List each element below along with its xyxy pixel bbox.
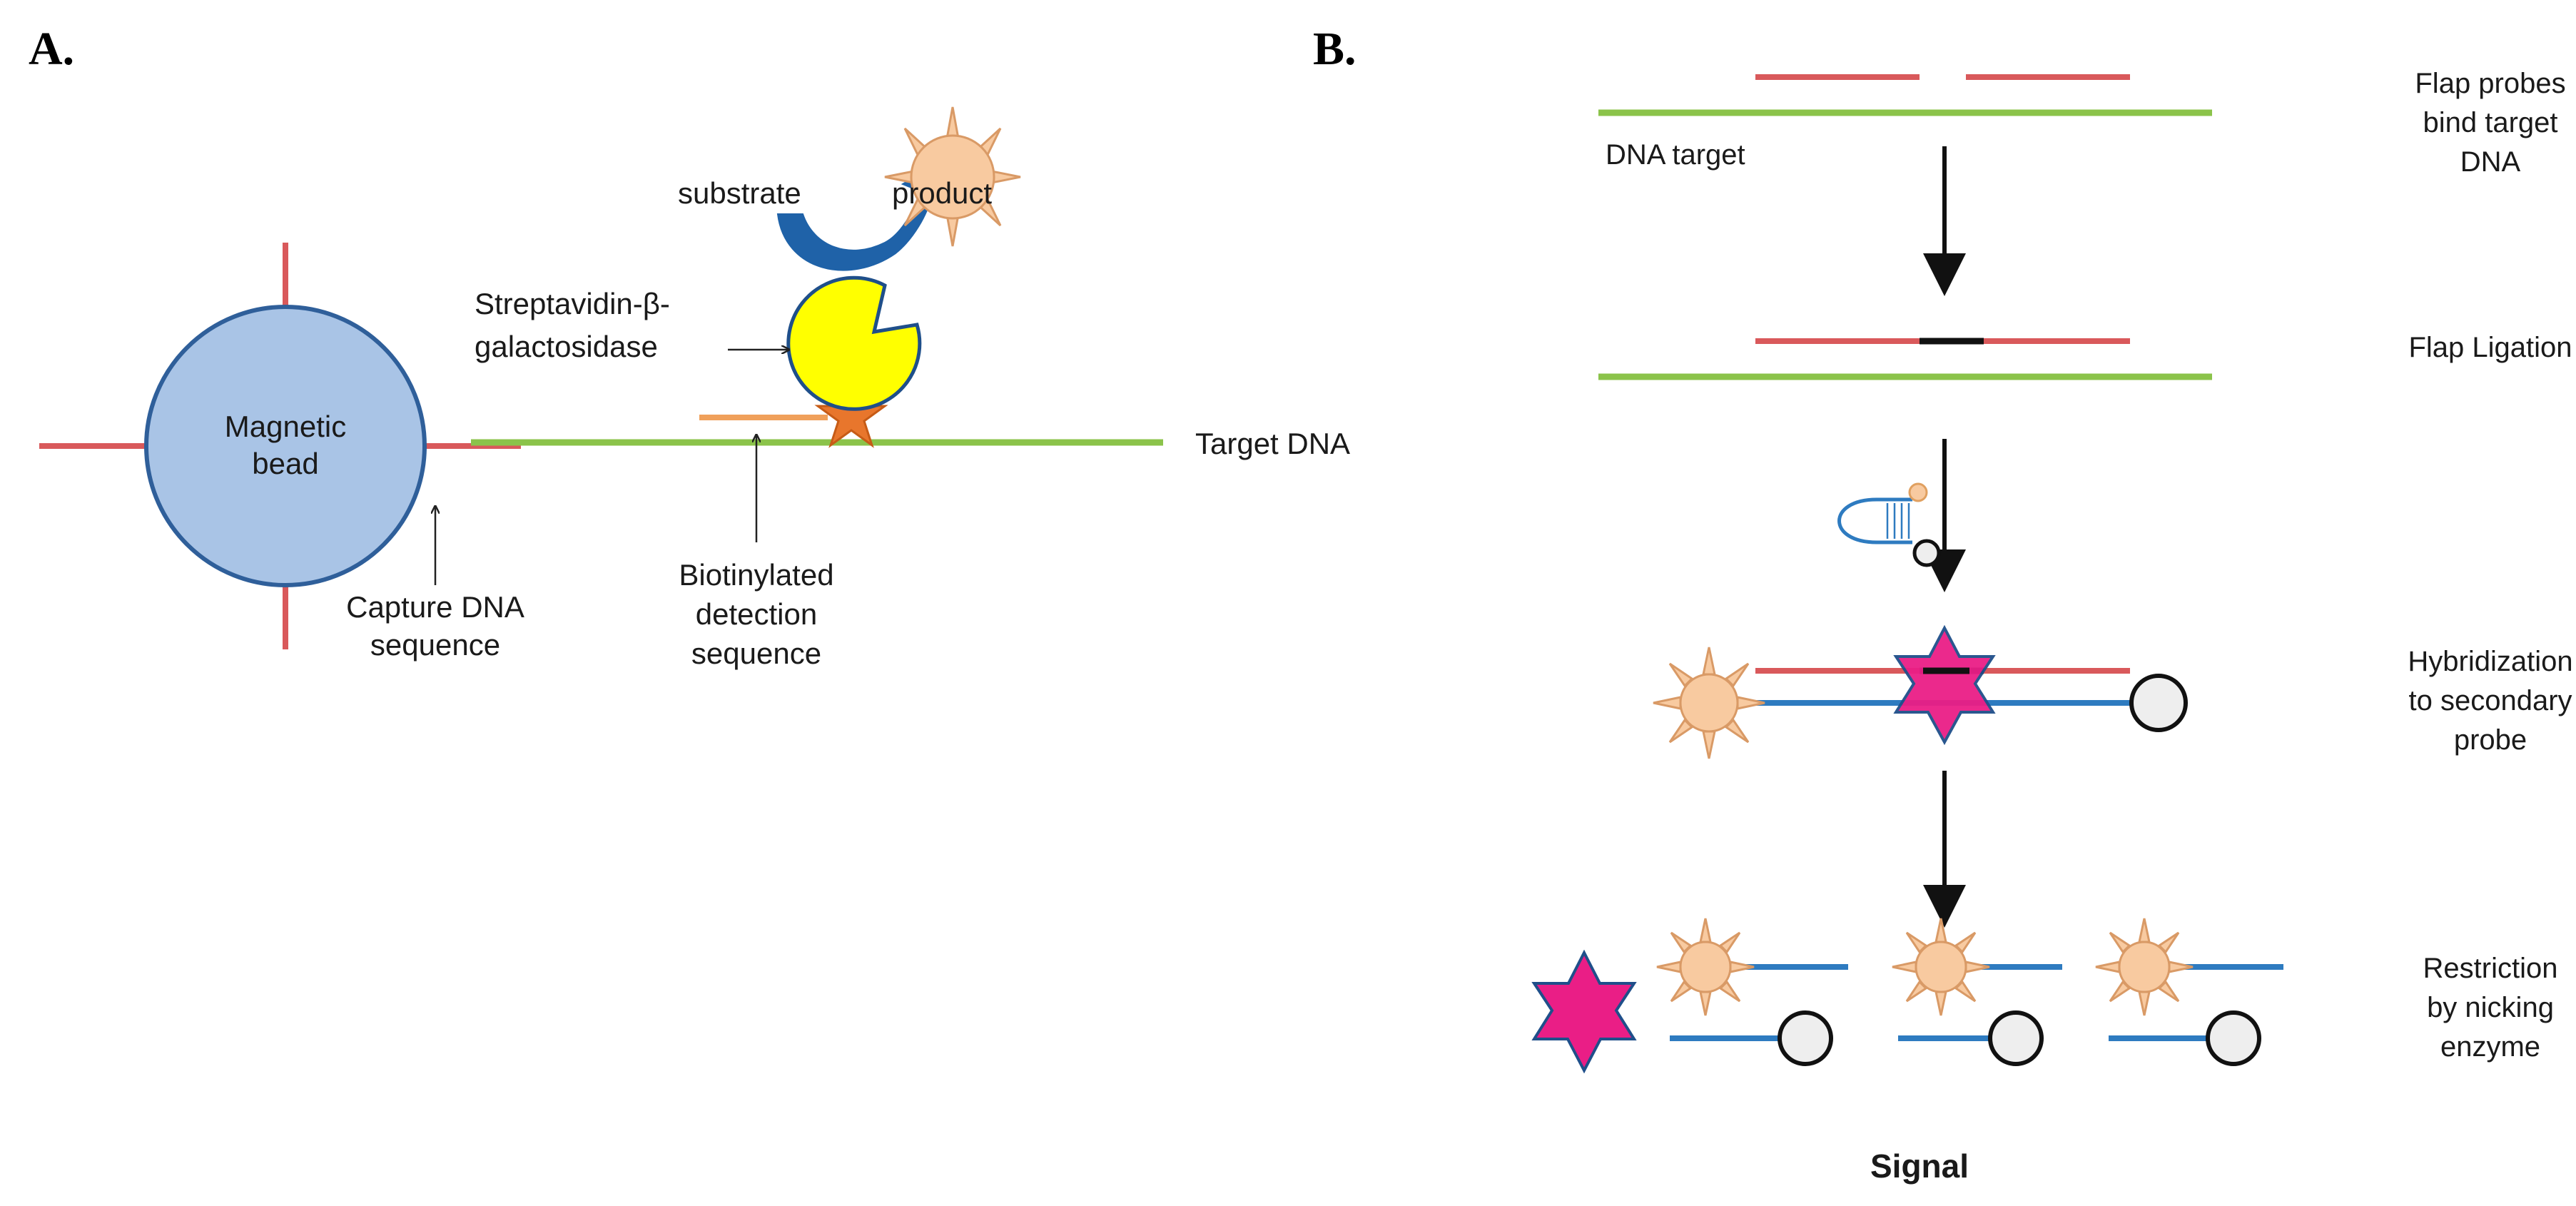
capture-label-line1: Capture DNA [346, 590, 524, 624]
step3-label-line1: Hybridization [2408, 646, 2572, 677]
cleaved-pair-2 [1892, 918, 2062, 1066]
panel-a-letter: A. [29, 23, 74, 75]
quencher-circle-icon [2206, 1010, 2261, 1066]
step4-label-line2: by nicking [2427, 992, 2554, 1023]
fluorophore-sun-icon [1892, 918, 1990, 1016]
panel-a: A. Magnetic bead Target DNA [29, 23, 1350, 670]
target-dna-label: Target DNA [1195, 427, 1350, 460]
magnetic-bead [144, 305, 427, 587]
capture-label-line2: sequence [370, 628, 500, 662]
fluorophore-sun-icon [1656, 918, 1755, 1016]
free-enzyme-star-icon [1531, 949, 1637, 1074]
enzyme-label-line1: Streptavidin-β- [475, 287, 670, 320]
quencher-circle-icon [1778, 1010, 1833, 1066]
panel-b-letter: B. [1313, 23, 1357, 75]
panel-b: B. DNA target Flap probes bind target DN… [1313, 23, 2573, 1185]
step2-label: Flap Ligation [2408, 332, 2572, 363]
detection-label-line1: Biotinylated [679, 558, 833, 592]
bead-label-line1: Magnetic [225, 410, 346, 443]
step3-label-line2: to secondary [2408, 685, 2572, 716]
detection-label-line2: detection [696, 597, 817, 631]
nicking-enzyme-star-icon [1893, 624, 1996, 746]
cleaved-pair-1 [1656, 918, 1848, 1066]
signal-label: Signal [1870, 1147, 1969, 1185]
fluorophore-sun-icon [1653, 647, 1765, 759]
bead-label-line2: bead [252, 447, 318, 480]
cleaved-pair-3 [2095, 918, 2283, 1066]
dna-target-label: DNA target [1606, 139, 1745, 171]
step1-label-line1: Flap probes [2415, 68, 2565, 99]
hairpin-probe-icon [1837, 482, 1941, 567]
step1-label-line3: DNA [2460, 146, 2521, 178]
capture-arms [39, 243, 521, 649]
step4-label-line3: enzyme [2440, 1031, 2540, 1063]
step1-label-line2: bind target [2423, 107, 2557, 138]
quencher-circle-icon [2129, 674, 2188, 732]
fluorophore-sun-icon [2095, 918, 2194, 1016]
product-label: product [892, 176, 992, 210]
enzyme-icon [786, 275, 922, 411]
product-sun-icon [884, 106, 1021, 247]
enzyme-label-line2: galactosidase [475, 330, 658, 363]
substrate-label: substrate [678, 176, 801, 210]
step4-label-line1: Restriction [2423, 953, 2558, 984]
detection-label-line3: sequence [691, 637, 821, 670]
step3-label-line3: probe [2454, 724, 2527, 756]
quencher-circle-icon [1988, 1010, 2044, 1066]
